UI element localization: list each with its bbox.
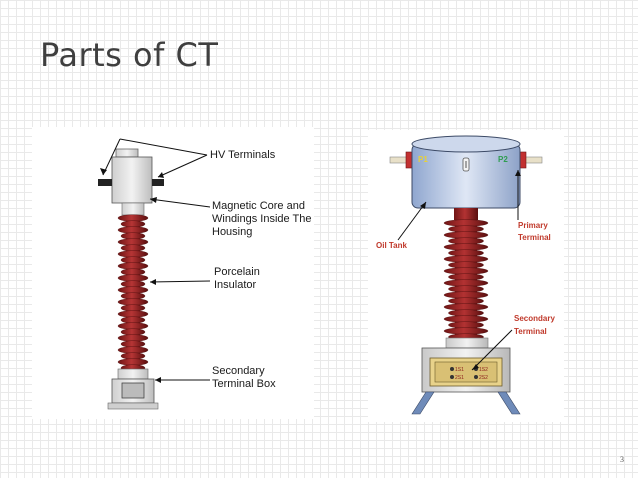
terminal-1s2-label: 1S2	[479, 367, 488, 373]
insulator-shed	[117, 298, 149, 306]
insulator-shed	[120, 220, 146, 228]
insulator-shed	[120, 340, 146, 348]
insulator-shed	[443, 267, 489, 275]
insulator-shed	[448, 261, 484, 269]
label-oil-tank: Oil Tank	[376, 241, 407, 250]
primary-terminal-right	[523, 156, 543, 164]
insulator-shed	[117, 358, 149, 366]
insulator-shed	[443, 255, 489, 263]
insulator-shed	[120, 232, 146, 240]
insulator-shed	[120, 244, 146, 252]
label-porcelain-line2: Insulator	[214, 279, 257, 291]
insulator-shed	[117, 322, 149, 330]
left-diagram-panel: HV Terminals Magnetic Core and Windings …	[32, 127, 314, 419]
insulator-shed	[448, 309, 484, 317]
left-ct-diagram	[98, 138, 211, 410]
terminal-2s1-label: 2S1	[455, 375, 464, 381]
insulator-shed	[117, 238, 149, 246]
insulator-shed	[120, 304, 146, 312]
insulator-shed	[120, 292, 146, 300]
label-magnetic-core-line2: Windings Inside The	[212, 213, 312, 225]
oil-tank-top	[411, 135, 521, 153]
right-ct-diagram: 1S1 1S2 2S1 2S2	[389, 135, 543, 415]
label-primary-terminal-line2: Terminal	[518, 233, 551, 242]
insulator-shed	[443, 303, 489, 311]
label-secondary-box-line1: Secondary	[212, 365, 265, 377]
insulator-shed	[448, 237, 484, 245]
insulator-shed	[443, 327, 489, 335]
insulator-shed	[117, 346, 149, 354]
insulator-shed	[117, 286, 149, 294]
insulator-shed	[117, 214, 149, 222]
label-magnetic-core-line3: Housing	[212, 226, 253, 238]
insulator-shed	[120, 316, 146, 324]
insulator-shed	[120, 256, 146, 264]
label-secondary-terminal-line1: Secondary	[514, 314, 555, 323]
porcelain-insulator	[443, 219, 489, 341]
insulator-shed	[443, 231, 489, 239]
hv-terminal-left	[98, 179, 112, 186]
insulator-shed	[448, 249, 484, 257]
primary-terminal-left	[389, 156, 409, 164]
porcelain-insulator	[117, 214, 149, 372]
page-title: Parts of CT	[40, 36, 219, 74]
terminal-2s2-label: 2S2	[479, 375, 488, 381]
label-p1: P1	[418, 155, 428, 164]
insulator-shed	[448, 273, 484, 281]
label-p2: P2	[498, 155, 508, 164]
insulator-shed	[448, 297, 484, 305]
insulator-shed	[448, 225, 484, 233]
hv-housing	[111, 156, 153, 204]
insulator-shed	[117, 310, 149, 318]
insulator-shed	[120, 268, 146, 276]
page-number: 3	[620, 455, 624, 464]
label-primary-terminal-line1: Primary	[518, 221, 548, 230]
label-magnetic-core-line1: Magnetic Core and	[212, 200, 305, 212]
hv-terminal-right	[152, 179, 164, 186]
insulator-shed	[120, 328, 146, 336]
insulator-shed	[443, 243, 489, 251]
insulator-shed	[448, 285, 484, 293]
left-leg	[411, 391, 435, 415]
insulator-shed	[443, 279, 489, 287]
insulator-shed	[117, 262, 149, 270]
label-hv-terminals: HV Terminals	[210, 149, 276, 161]
label-secondary-terminal-line2: Terminal	[514, 327, 547, 336]
right-diagram-panel: 1S1 1S2 2S1 2S2 P1 P2 Oil Tank Primary T…	[368, 130, 564, 422]
right-leg	[497, 391, 521, 415]
insulator-shed	[448, 321, 484, 329]
insulator-shed	[117, 274, 149, 282]
insulator-shed	[443, 291, 489, 299]
insulator-shed	[443, 219, 489, 227]
label-porcelain-line1: Porcelain	[214, 266, 260, 278]
insulator-shed	[443, 315, 489, 323]
hv-cap	[115, 148, 139, 158]
terminal-1s1-icon	[450, 367, 454, 371]
insulator-shed	[117, 334, 149, 342]
insulator-shed	[120, 352, 146, 360]
terminal-1s1-label: 1S1	[455, 367, 464, 373]
label-secondary-box-line2: Terminal Box	[212, 378, 276, 390]
terminal-2s1-icon	[450, 375, 454, 379]
insulator-shed	[120, 280, 146, 288]
terminal-2s2-icon	[474, 375, 478, 379]
insulator-shed	[117, 250, 149, 258]
insulator-shed	[117, 226, 149, 234]
